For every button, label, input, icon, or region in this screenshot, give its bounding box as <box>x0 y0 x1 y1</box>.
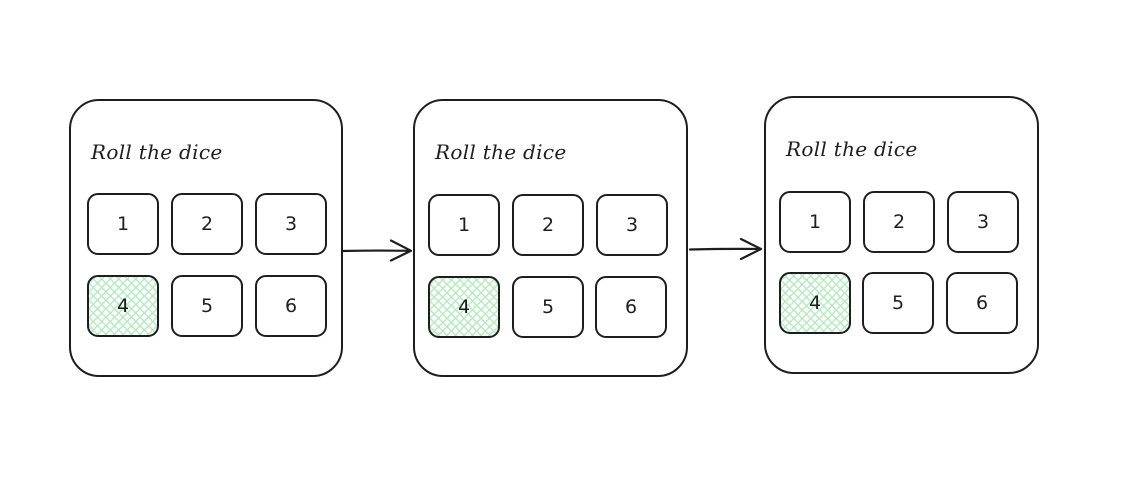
die-4-selected[interactable]: 4 <box>87 275 159 337</box>
arrow-right-1 <box>340 239 413 262</box>
die-1[interactable]: 1 <box>779 191 851 253</box>
die-6[interactable]: 6 <box>946 272 1018 334</box>
dice-panel-3: Roll the dice 1 2 3 4 5 6 <box>764 96 1039 374</box>
die-3[interactable]: 3 <box>947 191 1019 253</box>
die-6[interactable]: 6 <box>595 276 667 338</box>
die-1[interactable]: 1 <box>428 194 500 256</box>
die-3[interactable]: 3 <box>596 194 668 256</box>
die-6[interactable]: 6 <box>255 275 327 337</box>
die-4-selected[interactable]: 4 <box>779 272 851 334</box>
panel-title: Roll the dice <box>435 140 567 164</box>
die-4-selected[interactable]: 4 <box>428 276 500 338</box>
die-2[interactable]: 2 <box>171 193 243 255</box>
die-2[interactable]: 2 <box>512 194 584 256</box>
panel-title: Roll the dice <box>786 137 918 161</box>
die-1[interactable]: 1 <box>87 193 159 255</box>
die-3[interactable]: 3 <box>255 193 327 255</box>
die-5[interactable]: 5 <box>512 276 584 338</box>
die-5[interactable]: 5 <box>862 272 934 334</box>
die-5[interactable]: 5 <box>171 275 243 337</box>
panel-title: Roll the dice <box>91 140 223 164</box>
arrow-right-2 <box>688 237 763 261</box>
dice-panel-2: Roll the dice 1 2 3 4 5 6 <box>413 99 688 377</box>
dice-panel-1: Roll the dice 1 2 3 4 5 6 <box>69 99 343 377</box>
die-2[interactable]: 2 <box>863 191 935 253</box>
